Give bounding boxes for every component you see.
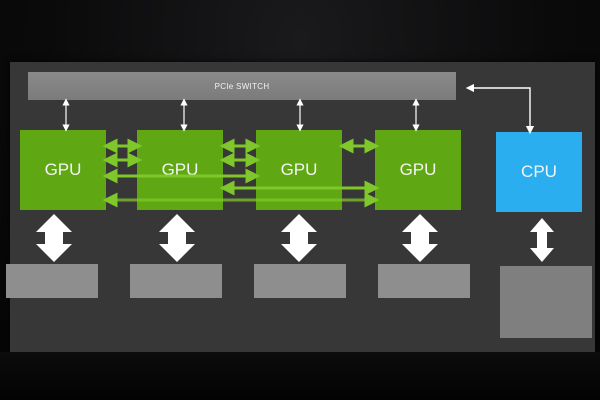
gpu-label-1: GPU bbox=[44, 160, 82, 179]
gpu-memory-3 bbox=[254, 264, 346, 298]
gpu-label-2: GPU bbox=[161, 160, 199, 179]
gpu-memory-2 bbox=[130, 264, 222, 298]
cpu-block: CPU bbox=[496, 132, 582, 212]
pcie-switch: PCIe SWITCH bbox=[28, 72, 456, 100]
gpu-label-3: GPU bbox=[280, 160, 318, 179]
gpu-memory-1 bbox=[6, 264, 98, 298]
pcie-switch-label: PCIe SWITCH bbox=[214, 81, 270, 91]
cpu-memory bbox=[500, 266, 592, 338]
gpu-label-4: GPU bbox=[399, 160, 437, 179]
gpu-block-3: GPU bbox=[256, 130, 342, 210]
gpu-block-4: GPU bbox=[375, 130, 461, 210]
gpu-memory-4 bbox=[378, 264, 470, 298]
gpu-block-2: GPU bbox=[137, 130, 223, 210]
cpu-label: CPU bbox=[521, 162, 557, 181]
gpu-block-1: GPU bbox=[20, 130, 106, 210]
stage-floor bbox=[0, 352, 600, 400]
